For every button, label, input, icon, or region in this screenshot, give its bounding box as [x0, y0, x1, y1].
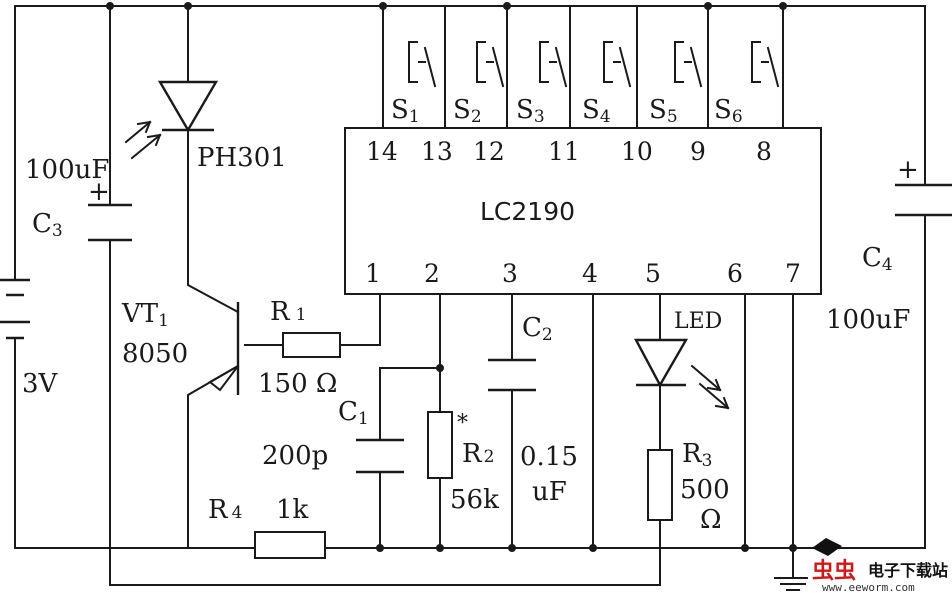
capacitor-c3: + 100uF C3: [25, 155, 132, 242]
c1-label: C1: [338, 397, 369, 429]
vt1-part: 8050: [122, 339, 188, 369]
switch-s3-symbol: [539, 41, 568, 88]
r3-value-1: 500: [680, 475, 730, 505]
ic-lc2190: LC2190 14 13 12 11 10 9 8 1 2 3 4 5 6 7: [344, 127, 822, 295]
pin-10: 10: [621, 137, 653, 166]
battery-3v: 3V: [0, 278, 59, 399]
c2-label: C2: [522, 313, 553, 345]
c2-value-1: 0.15: [520, 442, 578, 472]
capacitor-c1: C1 200p: [262, 397, 404, 474]
r3-label: R3: [682, 439, 712, 471]
c4-label: C4: [862, 243, 893, 275]
switch-s2-symbol: [476, 41, 505, 88]
pin-12: 12: [473, 137, 505, 166]
c3-plus: +: [88, 177, 110, 207]
pin-8: 8: [756, 137, 772, 166]
pin-2: 2: [424, 259, 440, 288]
transistor-vt1: VT1 8050: [121, 299, 240, 395]
pin-11: 11: [548, 137, 580, 166]
watermark-logo: 虫虫: [812, 558, 856, 584]
switch-s1-symbol: [408, 41, 437, 88]
ic-body: [344, 127, 822, 295]
r4-value: 1k: [276, 495, 309, 525]
c1-value: 200p: [262, 441, 328, 471]
pin-7: 7: [785, 259, 801, 288]
watermark-site: 电子下载站: [868, 561, 948, 580]
pin-13: 13: [421, 137, 453, 166]
watermark: 虫虫 电子下载站 www.eeworm.com: [808, 538, 952, 593]
resistor-r3: R3 500 Ω: [647, 439, 730, 535]
switch-s5-symbol: [674, 41, 703, 88]
s4-label: S4: [582, 95, 611, 127]
r3-value-2: Ω: [700, 505, 722, 535]
c4-value: 100uF: [826, 305, 910, 335]
c2-value-2: uF: [532, 477, 567, 507]
switch-labels: S1 S2 S3 S4 S5 S6: [391, 95, 743, 127]
c3-label: C3: [32, 209, 63, 241]
switch-array: [382, 5, 784, 129]
pin-6: 6: [727, 259, 743, 288]
pin-9: 9: [690, 137, 706, 166]
battery-label: 3V: [22, 369, 59, 399]
s3-label: S3: [516, 95, 545, 127]
s5-label: S5: [649, 95, 678, 127]
pin-4: 4: [582, 259, 598, 288]
pin-1: 1: [365, 259, 381, 288]
r2-value: 56k: [450, 485, 499, 515]
s2-label: S2: [453, 95, 482, 127]
c4-plus: +: [897, 155, 919, 185]
photodiode-ph301: PH301: [124, 80, 287, 173]
junction-dots: [106, 2, 797, 552]
pin-14: 14: [366, 137, 398, 166]
wires: [14, 5, 926, 591]
c3-value: 100uF: [25, 155, 109, 185]
switch-s4-symbol: [603, 41, 632, 88]
led-label: LED: [674, 309, 722, 334]
switch-s6-symbol: [751, 41, 780, 88]
capacitor-c2: C2 0.15 uF: [488, 313, 578, 507]
pin-3: 3: [502, 259, 518, 288]
ph301-label: PH301: [197, 143, 287, 173]
watermark-url: www.eeworm.com: [822, 581, 915, 593]
s1-label: S1: [391, 95, 420, 127]
switch-symbols: [408, 41, 780, 88]
capacitor-c4: + C4 100uF: [826, 155, 952, 335]
r1-value: 150 Ω: [258, 369, 337, 399]
r2-mark: *: [457, 411, 468, 436]
vt1-label: VT1: [121, 299, 169, 331]
s6-label: S6: [714, 95, 743, 127]
watermark-cap-icon: [812, 538, 842, 556]
led: LED: [634, 309, 730, 410]
pin-5: 5: [645, 259, 661, 288]
ic-label: LC2190: [480, 197, 575, 226]
